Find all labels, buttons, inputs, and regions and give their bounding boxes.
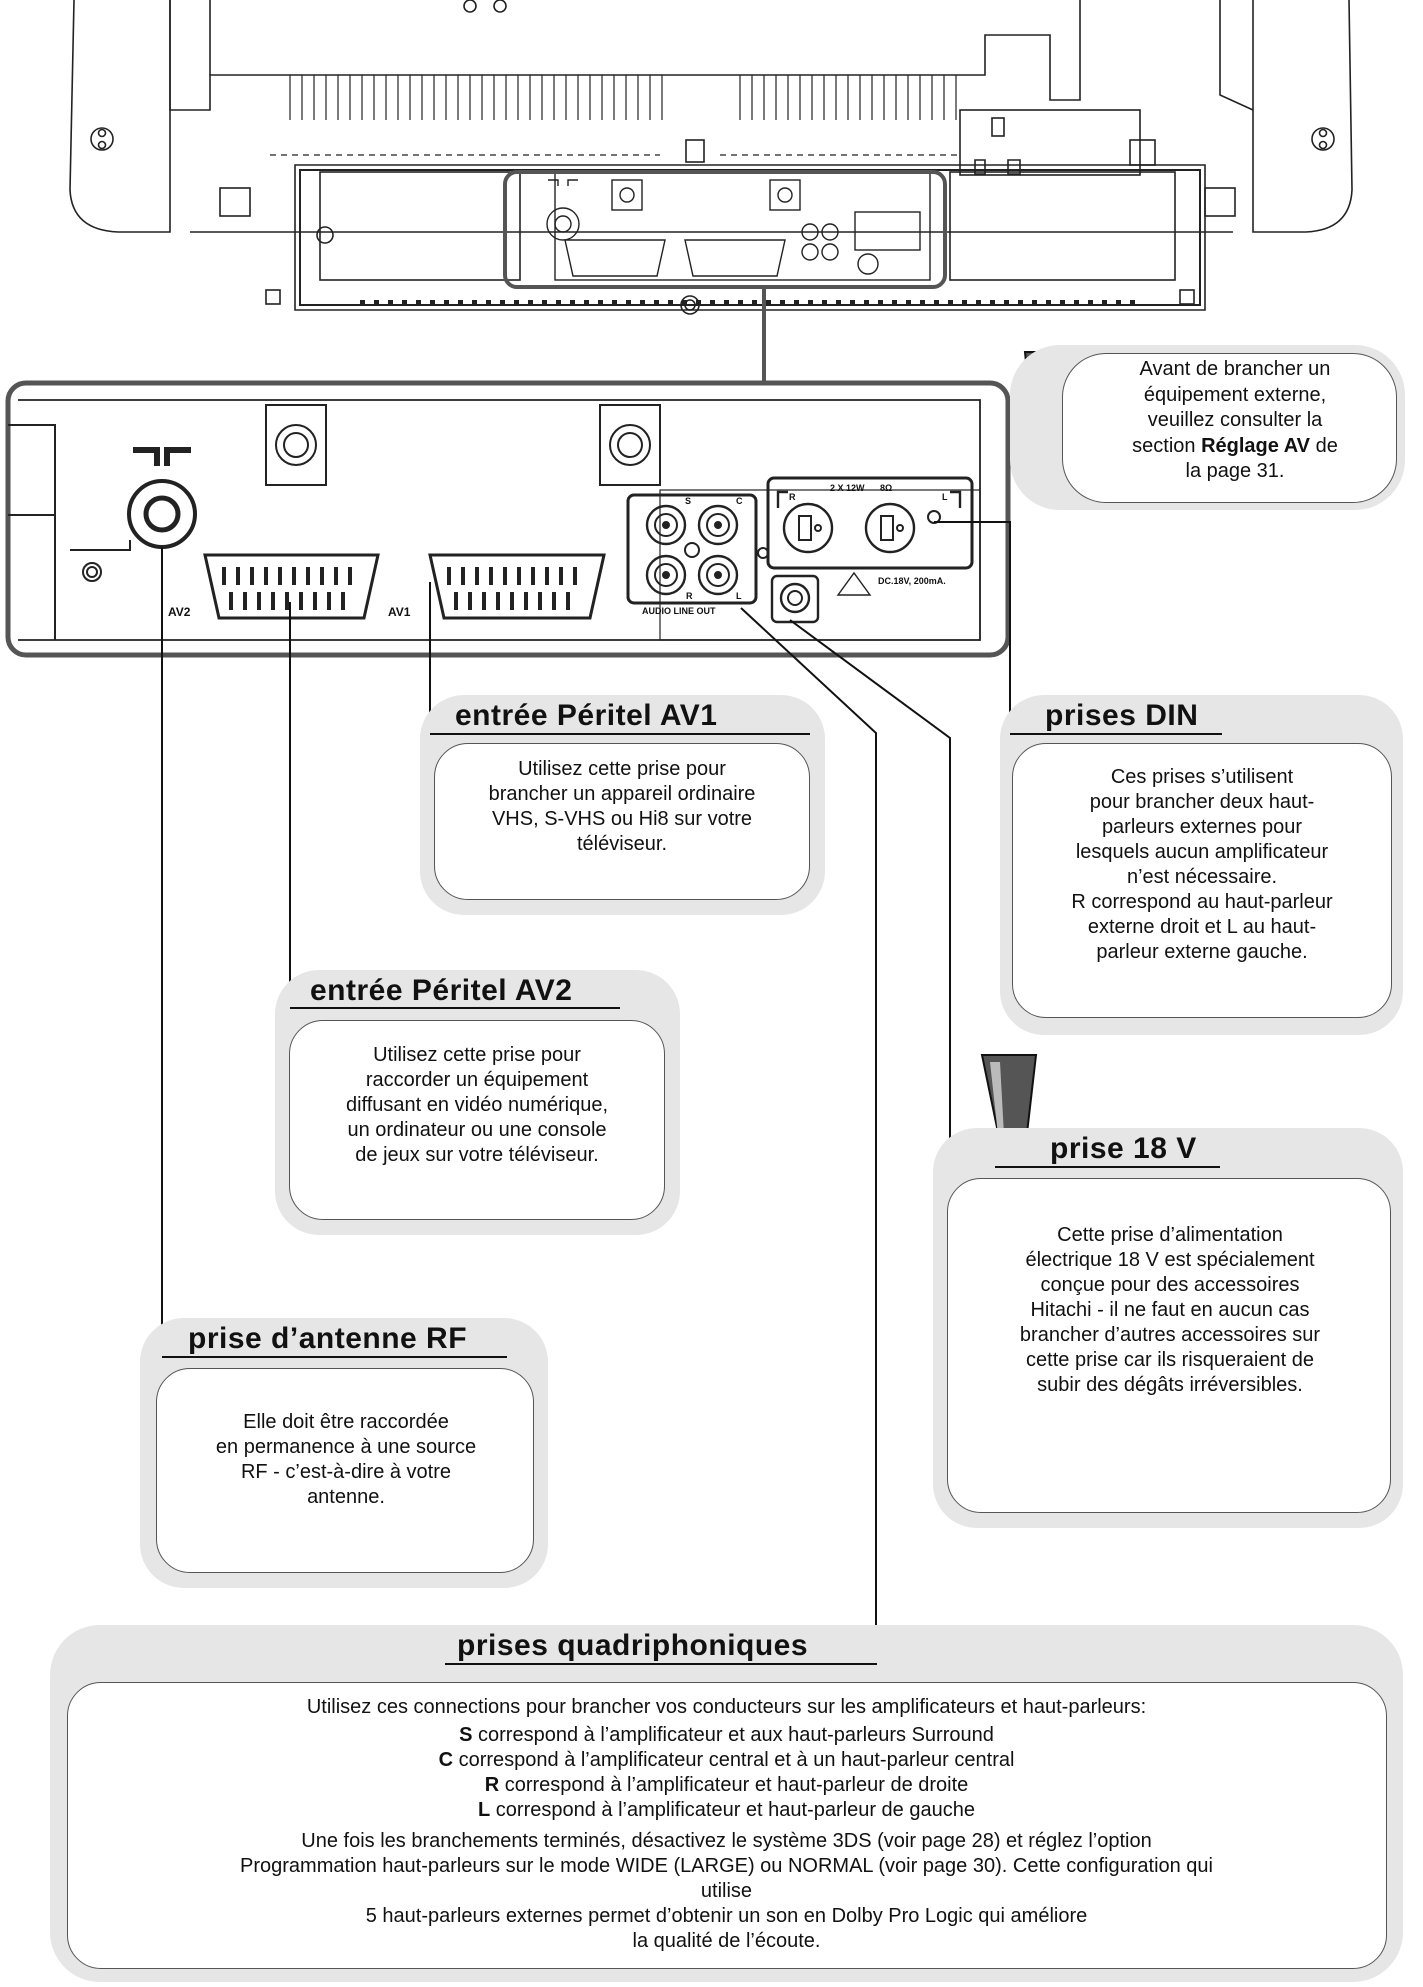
warning-note: Avant de brancher un équipement externe,… — [1010, 345, 1405, 510]
label-av1: AV1 — [388, 605, 411, 619]
label-l: L — [736, 591, 742, 601]
label-audio-line-out: AUDIO LINE OUT — [642, 606, 716, 616]
small-connector-panel — [503, 170, 947, 289]
warning-line: Avant de brancher un — [1139, 358, 1331, 380]
av1-underline — [430, 733, 810, 735]
av2-underline — [290, 1007, 620, 1009]
warning-line: équipement externe, — [1143, 383, 1327, 406]
rf-panel: prise d’antenne RF Elle doit être raccor… — [140, 1318, 548, 1588]
din-title: prises DIN — [1045, 699, 1199, 732]
label-av2: AV2 — [168, 605, 191, 619]
zoom-panel — [5, 380, 1011, 658]
label-dc-rating: DC.18V, 200mA. — [878, 576, 946, 586]
quad-panel: prises quadriphoniques Utilisez ces conn… — [50, 1625, 1403, 1982]
warning-text: Avant de brancher un équipement externe,… — [1080, 357, 1390, 485]
p18v-underline — [995, 1166, 1220, 1168]
av1-title: entrée Péritel AV1 — [455, 699, 718, 732]
warning-line: section Réglage AV de — [1132, 434, 1338, 457]
av1-panel: entrée Péritel AV1 Utilisez cette prise … — [420, 695, 825, 915]
quad-title: prises quadriphoniques — [457, 1629, 809, 1662]
label-din-ohm: 8Ω — [880, 483, 893, 493]
warning-line: la page 31. — [1185, 460, 1285, 482]
din-underline — [1010, 733, 1222, 735]
rf-title: prise d’antenne RF — [188, 1322, 468, 1355]
p18v-title: prise 18 V — [1050, 1132, 1197, 1165]
tv-housing — [69, 0, 1353, 315]
quad-underline — [445, 1663, 877, 1665]
warning-line: veuillez consulter la — [1147, 409, 1323, 431]
av2-panel: entrée Péritel AV2 Utilisez cette prise … — [275, 970, 680, 1235]
quad-text: Utilisez ces connections pour brancher v… — [240, 1696, 1213, 1952]
label-c: C — [736, 496, 743, 506]
label-din-l: L — [942, 492, 948, 502]
label-din-power: 2 X 12W — [830, 483, 865, 493]
label-din-r: R — [789, 492, 796, 502]
vent-slots — [270, 75, 1140, 304]
label-s: S — [685, 496, 692, 506]
rf-underline — [162, 1356, 507, 1358]
label-r: R — [686, 591, 693, 601]
av2-title: entrée Péritel AV2 — [310, 974, 573, 1007]
scart-pins — [222, 567, 577, 610]
